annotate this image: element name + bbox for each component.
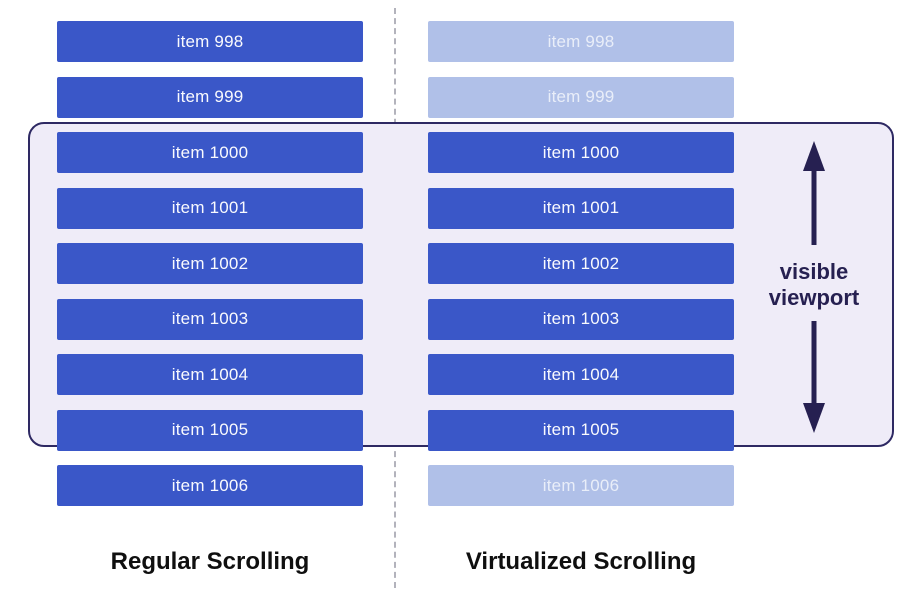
list-item: item 998 bbox=[428, 21, 734, 62]
arrow-up-icon bbox=[800, 141, 828, 245]
list-item: item 1002 bbox=[57, 243, 363, 284]
visible-viewport-label: visible viewport bbox=[768, 259, 860, 310]
list-item: item 1001 bbox=[428, 187, 734, 229]
list-item: item 999 bbox=[428, 76, 734, 118]
visible-viewport-annotation: visible viewport bbox=[744, 141, 884, 433]
list-item: item 1006 bbox=[57, 465, 363, 506]
list-item: item 1004 bbox=[428, 354, 734, 395]
list-item: item 1006 bbox=[428, 465, 734, 506]
list-item: item 1002 bbox=[428, 243, 734, 284]
arrow-down-icon bbox=[800, 320, 828, 433]
list-item: item 998 bbox=[57, 21, 363, 62]
list-item: item 1005 bbox=[57, 409, 363, 451]
list-item: item 1003 bbox=[57, 298, 363, 340]
list-item: item 1005 bbox=[428, 409, 734, 451]
list-item: item 1003 bbox=[428, 298, 734, 340]
virtualized-scrolling-caption: Virtualized Scrolling bbox=[465, 548, 697, 575]
regular-scrolling-caption: Regular Scrolling bbox=[110, 548, 310, 575]
list-item: item 1000 bbox=[428, 132, 734, 173]
list-item: item 1001 bbox=[57, 187, 363, 229]
virtualized-scrolling-list: item 998 item 999 item 1000 item 1001 item 1… bbox=[428, 21, 734, 506]
regular-scrolling-list: item 998 item 999 item 1000 item 1001 item 1… bbox=[57, 21, 363, 506]
list-item: item 999 bbox=[57, 76, 363, 118]
list-item: item 1000 bbox=[57, 132, 363, 173]
list-item: item 1004 bbox=[57, 354, 363, 395]
